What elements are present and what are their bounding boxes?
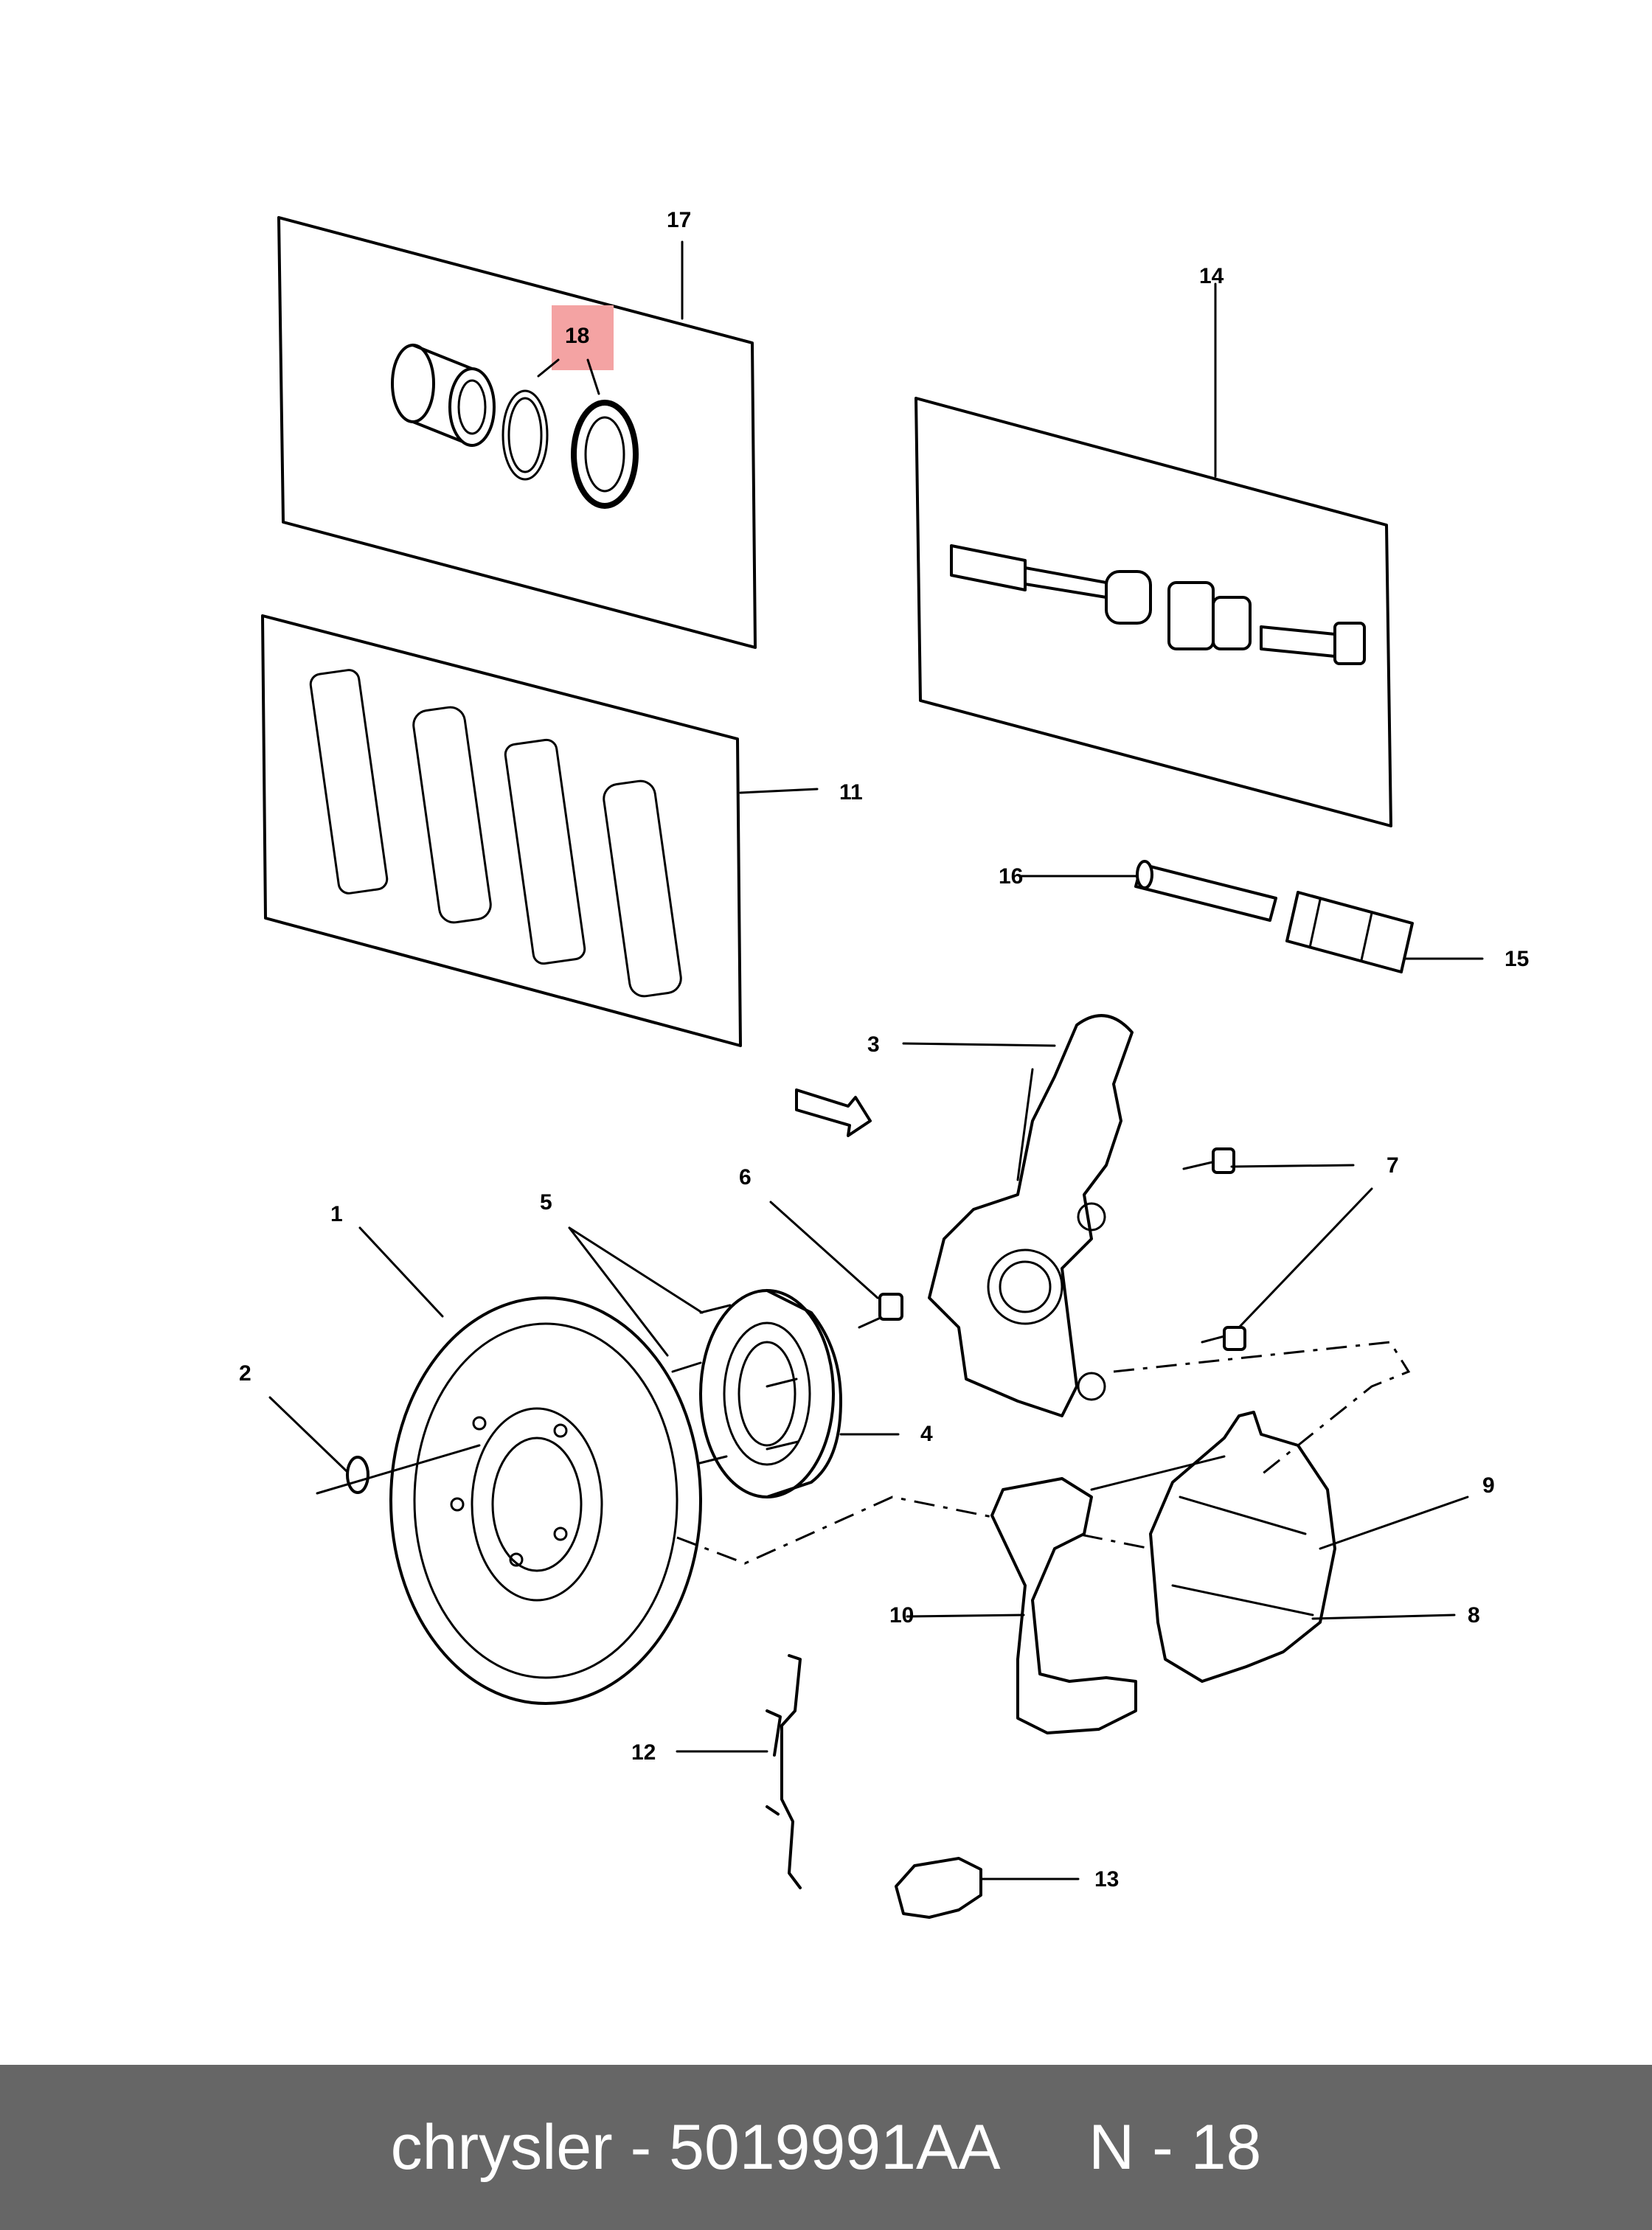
- exploded-brake-diagram: 1 2 3 4 5 6 7 8 9 10 11 12 13 14 15 16 1…: [239, 208, 1529, 1919]
- callout-16: 16: [999, 864, 1023, 889]
- callout-11: 11: [839, 780, 863, 805]
- footer-brand: chrysler: [390, 2111, 613, 2183]
- brake-rotor: [268, 1226, 1188, 1705]
- callout-3: 3: [867, 1032, 880, 1057]
- callout-10: 10: [889, 1603, 914, 1628]
- callout-7: 7: [1386, 1153, 1399, 1178]
- caliper-bracket: [906, 1455, 1226, 1734]
- callout-1: 1: [330, 1202, 343, 1226]
- pad-clips: [676, 1654, 1080, 1919]
- callout-9: 9: [1482, 1473, 1495, 1498]
- callout-15: 15: [1504, 947, 1529, 971]
- brake-pads-box: [261, 614, 819, 1047]
- piston-kit-box: [277, 216, 757, 649]
- callout-18: 18: [565, 324, 589, 348]
- footer-part-number: 5019991AA: [669, 2111, 1001, 2183]
- callout-4: 4: [920, 1422, 933, 1446]
- callout-12: 12: [631, 1740, 656, 1765]
- callout-17: 17: [667, 208, 691, 232]
- callout-8: 8: [1468, 1603, 1480, 1628]
- brake-caliper: [1113, 1341, 1469, 1683]
- hub-bearing: [568, 1226, 900, 1498]
- steering-knuckle: [795, 1014, 1134, 1417]
- footer-separator-space: [613, 2111, 631, 2184]
- callout-5: 5: [540, 1190, 552, 1215]
- footer-separator: -: [630, 2111, 652, 2183]
- footer-caption: chrysler - 5019991AA N - 18: [0, 2065, 1652, 2230]
- callout-13: 13: [1094, 1867, 1119, 1892]
- mounting-bolts: [769, 1147, 1373, 1351]
- pin-and-bushing: [1019, 860, 1484, 973]
- callout-14: 14: [1199, 264, 1224, 288]
- callout-2: 2: [239, 1361, 251, 1386]
- footer-gap: [1001, 2111, 1089, 2184]
- footer-position-label: N - 18: [1089, 2111, 1262, 2183]
- guide-pin-kit-box: [914, 282, 1392, 827]
- callout-6: 6: [739, 1165, 752, 1189]
- callout-labels: 1 2 3 4 5 6 7 8 9 10 11 12 13 14 15 16 1…: [239, 208, 1529, 1892]
- callout-18-highlight: [552, 305, 614, 370]
- footer-separator-space-2: [651, 2111, 669, 2184]
